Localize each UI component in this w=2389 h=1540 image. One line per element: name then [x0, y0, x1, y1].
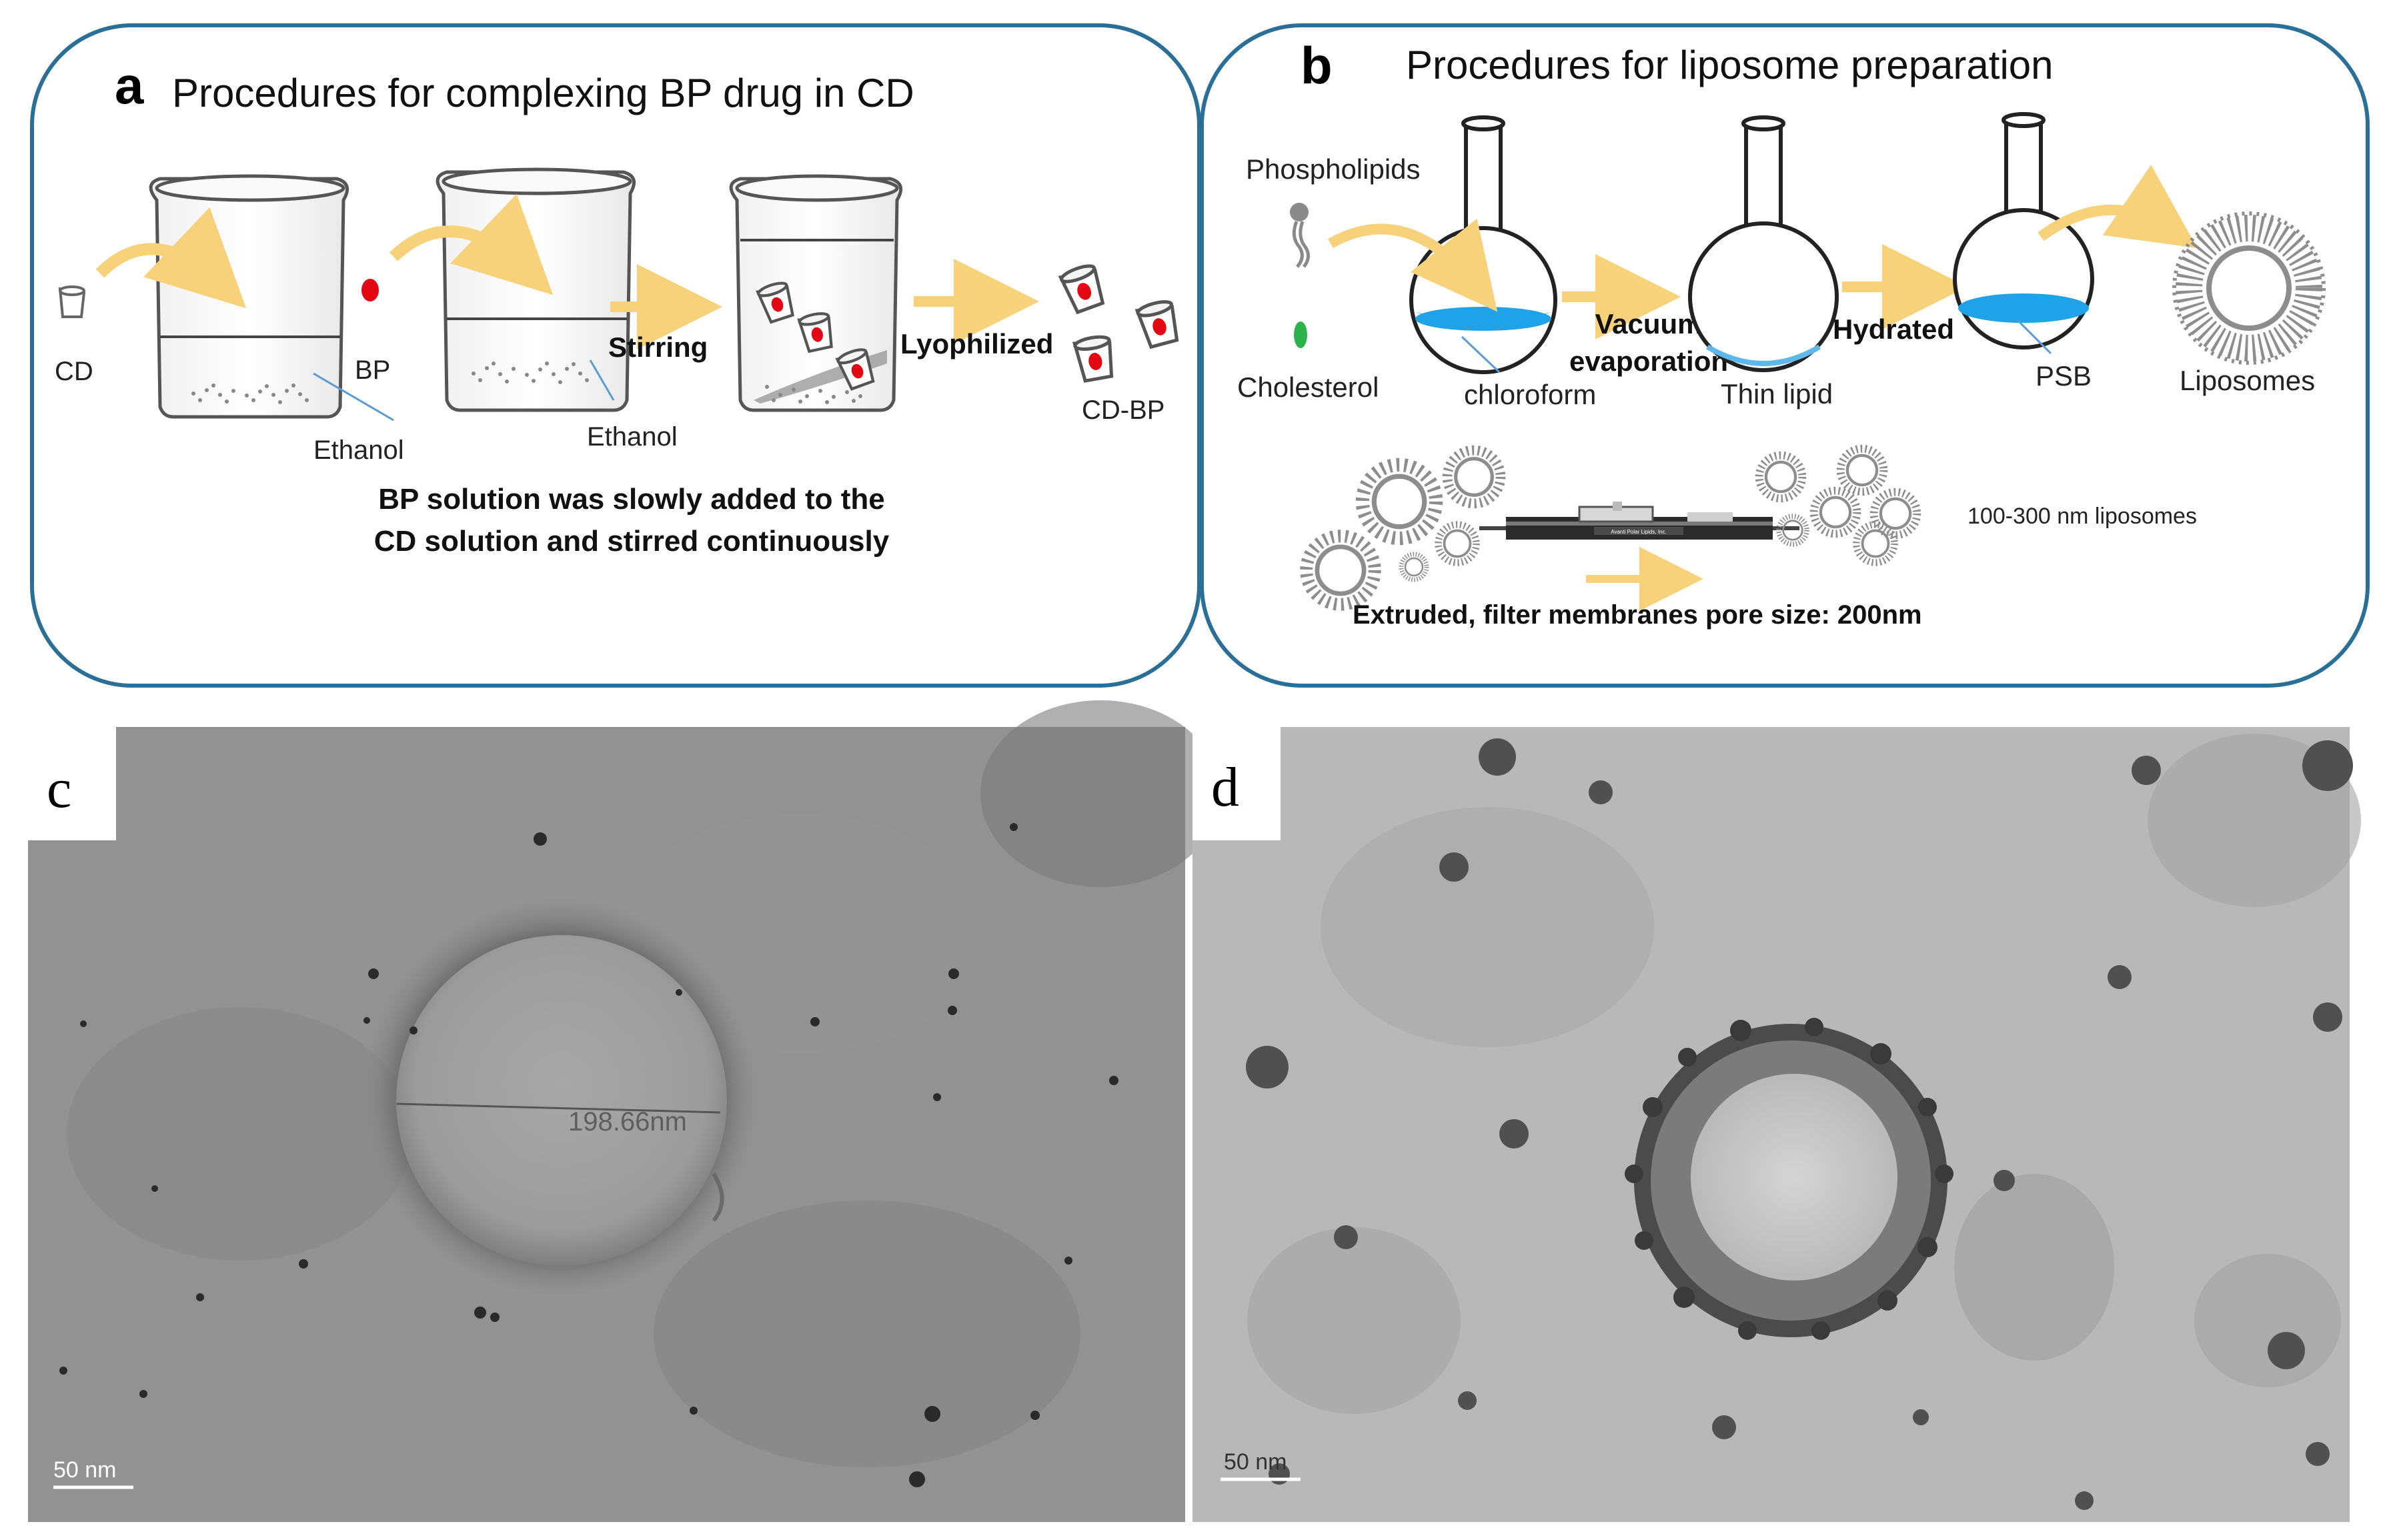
- extruded-label: Extruded, filter membranes pore size: 20…: [1353, 600, 1922, 630]
- arrow-cd-into-beaker: [95, 207, 247, 309]
- flask-2-icon: [1688, 115, 1839, 372]
- extruder-brand: Avanti Polar Lipids, Inc.: [1611, 529, 1666, 535]
- bp-drug-icon: [361, 279, 379, 301]
- vacuum-label-line2: evaporation: [1569, 345, 1728, 377]
- panel-d-letter: d: [1211, 756, 1239, 818]
- panel-c-tem-image: 198.66nm c 50 nm: [28, 700, 1221, 1522]
- liposome-icon: [2172, 211, 2326, 365]
- panel-a-caption-line1: BP solution was slowly added to the: [378, 483, 885, 516]
- phospholipids-label: Phospholipids: [1246, 153, 1421, 185]
- arrow-flask-to-liposome: [2038, 165, 2198, 249]
- beaker-2-icon: [436, 167, 636, 412]
- panel-c-letter: c: [47, 758, 71, 820]
- liposome-size-label: 100-300 nm liposomes: [1967, 504, 2197, 529]
- thin-lipid-label: Thin lipid: [1721, 378, 1833, 410]
- beaker-3-icon: [729, 174, 903, 412]
- bp-label: BP: [355, 355, 390, 385]
- phospholipid-icon: [1290, 203, 1310, 268]
- lyophilized-label: Lyophilized: [900, 328, 1053, 359]
- chloroform-label: chloroform: [1464, 379, 1596, 410]
- beaker-1-icon: [149, 174, 349, 419]
- panel-b: b Procedures for liposome preparation Ph…: [1200, 23, 2370, 688]
- panel-a: a Procedures for complexing BP drug in C…: [30, 23, 1201, 688]
- arrow-lipids-into-flask: [1328, 218, 1498, 312]
- panel-a-letter: a: [115, 56, 144, 115]
- particle-diameter-label: 198.66nm: [568, 1107, 687, 1136]
- hydrated-label: Hydrated: [1833, 313, 1954, 345]
- extruder-icon: Avanti Polar Lipids, Inc.: [1479, 502, 1799, 540]
- panel-d-tem-image: d 50 nm: [1192, 727, 2361, 1522]
- panel-a-title: Procedures for complexing BP drug in CD: [172, 71, 914, 115]
- cholesterol-icon: [1294, 321, 1307, 348]
- panel-b-letter: b: [1301, 36, 1333, 95]
- scale-label-d: 50 nm: [1224, 1449, 1287, 1475]
- cd-label: CD: [55, 357, 93, 386]
- flask-3-icon: [1953, 112, 2094, 349]
- panel-b-title: Procedures for liposome preparation: [1406, 43, 2054, 87]
- ethanol-label-2: Ethanol: [587, 422, 678, 452]
- arrow-bp-into-beaker: [389, 193, 554, 295]
- panel-a-caption-line2: CD solution and stirred continuously: [374, 525, 890, 558]
- vacuum-label-line1: Vacuum: [1595, 308, 1702, 339]
- scale-label-c: 50 nm: [53, 1457, 117, 1483]
- cd-molecule-icon: [59, 285, 85, 318]
- psb-label: PSB: [2036, 360, 2092, 392]
- stirring-label: Stirring: [608, 331, 708, 363]
- cholesterol-label: Cholesterol: [1237, 371, 1379, 403]
- cd-bp-label: CD-BP: [1082, 396, 1164, 425]
- ethanol-label-1: Ethanol: [313, 436, 404, 465]
- liposomes-label: Liposomes: [2180, 365, 2315, 396]
